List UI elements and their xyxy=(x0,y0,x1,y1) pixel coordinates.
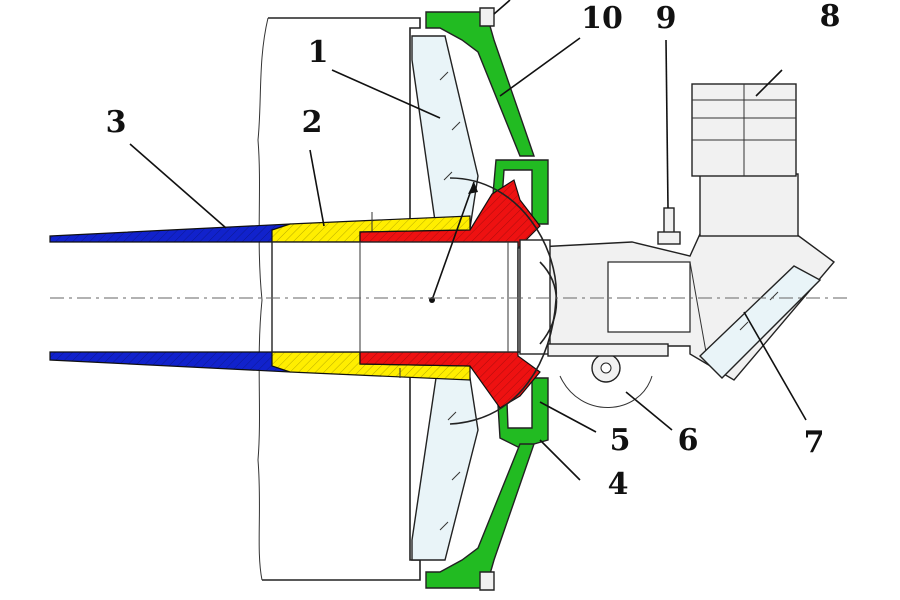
callout-7: 7 xyxy=(804,425,825,460)
callout-2: 2 xyxy=(302,105,323,140)
diagonal-mirror xyxy=(698,265,822,379)
callout-6: 6 xyxy=(678,423,699,458)
callout-1: 1 xyxy=(308,35,329,70)
callout-4: 4 xyxy=(608,467,629,502)
callout-9: 9 xyxy=(656,1,677,36)
callout-8: 8 xyxy=(820,0,841,34)
focus-knob xyxy=(547,343,669,408)
eyepiece xyxy=(691,83,799,237)
focal-arc xyxy=(429,177,558,425)
blue-tube xyxy=(49,223,291,373)
leader-lines xyxy=(129,0,807,481)
thumb-screw xyxy=(657,207,681,245)
inner-bore xyxy=(271,241,519,353)
callout-5: 5 xyxy=(610,423,631,458)
callout-10: 10 xyxy=(581,1,623,36)
corrector-glass-lower xyxy=(411,377,479,561)
callout-3: 3 xyxy=(106,105,127,140)
green-cell-lower xyxy=(425,370,549,591)
